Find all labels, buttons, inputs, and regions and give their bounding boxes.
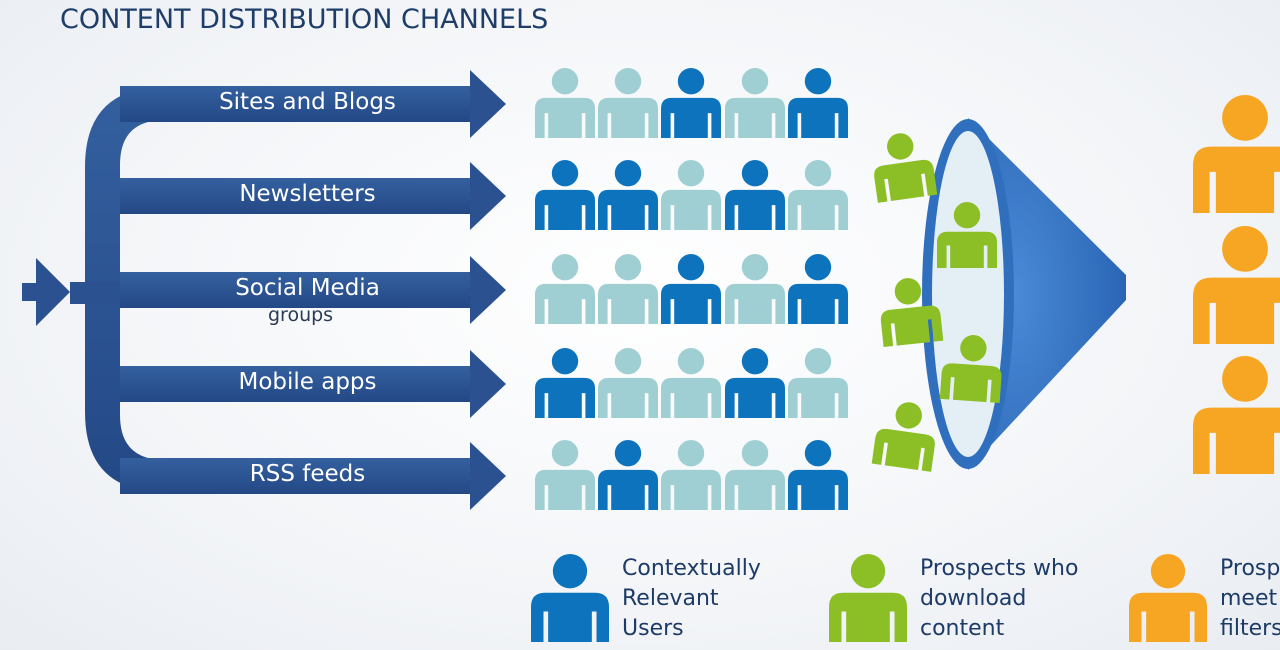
user-light-icon xyxy=(535,68,595,138)
user-dark-icon xyxy=(535,348,595,418)
user-light-icon xyxy=(725,254,785,324)
user-light-icon xyxy=(661,440,721,510)
prospect-icon xyxy=(937,202,997,268)
qualified-lead-icon xyxy=(1193,95,1280,213)
user-light-icon xyxy=(598,68,658,138)
person-orange-icon xyxy=(1129,554,1207,642)
page-title: CONTENT DISTRIBUTION CHANNELS xyxy=(60,4,549,35)
user-dark-icon xyxy=(788,254,848,324)
user-light-icon xyxy=(535,254,595,324)
person-orange-icon-shape xyxy=(1129,554,1207,642)
channel-arrow-5 xyxy=(120,442,506,510)
user-light-icon xyxy=(598,254,658,324)
prospect-icon xyxy=(880,278,944,347)
user-light-icon xyxy=(788,160,848,230)
user-dark-icon xyxy=(725,348,785,418)
legend-label-line: Prosp xyxy=(1220,556,1280,581)
person-blue-icon xyxy=(531,554,609,642)
legend-label: Prospects who download content xyxy=(920,554,1078,644)
user-dark-icon xyxy=(661,68,721,138)
legend-label-line: Users xyxy=(622,616,684,641)
channel-label: Mobile apps xyxy=(238,369,377,395)
user-dark-icon xyxy=(725,160,785,230)
user-dark-icon xyxy=(661,254,721,324)
user-light-icon xyxy=(535,440,595,510)
prospect-icon xyxy=(874,133,938,203)
user-light-icon xyxy=(661,160,721,230)
person-green-icon-shape xyxy=(829,554,907,642)
channel-label: Newsletters xyxy=(239,181,376,207)
channel-label: Sites and Blogs xyxy=(219,89,396,115)
user-dark-icon xyxy=(788,440,848,510)
person-blue-icon-shape xyxy=(531,554,609,642)
prospect-icon xyxy=(939,335,1002,404)
legend-label-line: content xyxy=(920,616,1005,641)
channel-label: RSS feeds xyxy=(249,461,366,487)
user-dark-icon xyxy=(598,440,658,510)
funnel xyxy=(922,118,1126,470)
user-dark-icon xyxy=(788,68,848,138)
channel-sublabel: groups xyxy=(268,304,334,326)
channel-arrow-3 xyxy=(120,256,506,324)
legend-label-line: filters xyxy=(1220,616,1280,641)
user-light-icon xyxy=(661,348,721,418)
channel-bracket xyxy=(70,87,175,492)
user-light-icon xyxy=(725,68,785,138)
legend-label-line: Contextually xyxy=(622,556,761,581)
user-dark-icon xyxy=(535,160,595,230)
channel-label: Social Media xyxy=(235,275,380,301)
legend-label-line: download xyxy=(920,586,1027,611)
input-arrow xyxy=(22,258,70,326)
legend-label-line: Relevant xyxy=(622,586,719,611)
legend-label-line: meet xyxy=(1220,586,1278,611)
qualified-lead-icon xyxy=(1193,356,1280,474)
user-light-icon xyxy=(788,348,848,418)
channel-arrow-1 xyxy=(120,70,506,138)
channel-arrow-4 xyxy=(120,350,506,418)
qualified-lead-icon xyxy=(1193,226,1280,344)
legend-label-line: Prospects who xyxy=(920,556,1079,581)
prospect-icon xyxy=(871,402,935,472)
user-light-icon xyxy=(725,440,785,510)
person-green-icon xyxy=(829,554,907,642)
channel-arrow-2 xyxy=(120,162,506,230)
legend-label: Prosp meet filters xyxy=(1220,554,1280,644)
user-dark-icon xyxy=(598,160,658,230)
user-light-icon xyxy=(598,348,658,418)
